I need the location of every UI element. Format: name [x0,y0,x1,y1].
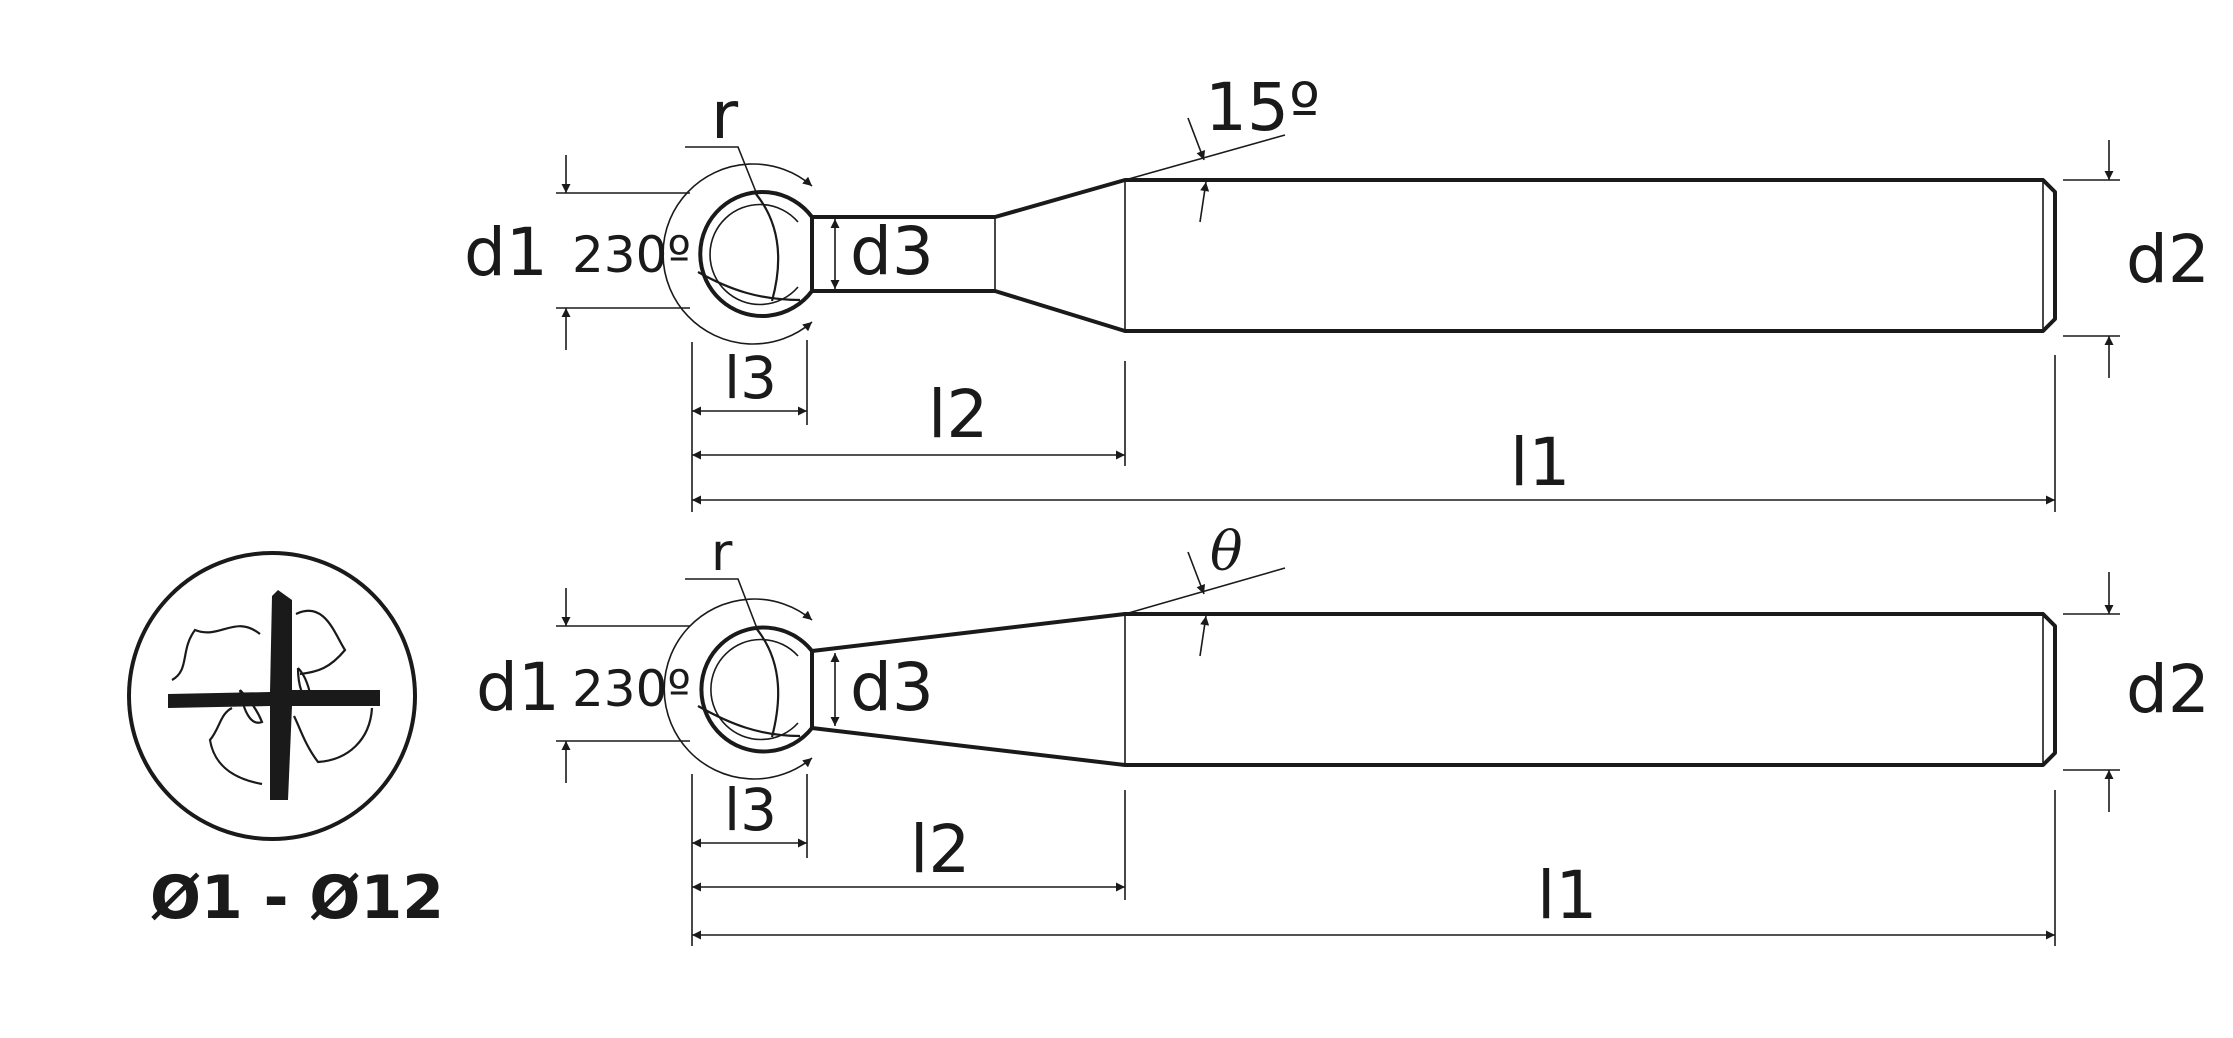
top-ball-inner-arc [709,203,799,306]
top-ball-flute [755,193,780,302]
bottom-ball-flute-lower [697,705,801,738]
top-d1-label: d1 [464,214,548,291]
top-ball-flute-lower [697,271,801,302]
bottom-taper-angle-label: θ [1210,520,1243,583]
bottom-ball-flute [755,627,780,738]
bottom-230-arc [663,598,813,780]
flute-lip-left [238,689,264,724]
top-r-label: r [711,77,739,154]
bottom-view: r θ d1 230º d3 d2 l3 l2 l1 [476,520,2210,946]
top-l2-label: l2 [928,376,988,453]
bottom-l1-label: l1 [1537,857,1597,934]
flute-curve-lower-right [293,707,374,764]
bottom-d3-label: d3 [850,649,934,726]
bottom-l3-label: l3 [724,776,777,844]
bottom-r-leader [685,578,759,632]
top-view: r 15º d1 230º d3 d2 l3 l2 l1 [464,69,2210,512]
flute-lip-right [296,667,314,706]
flute-curve-upper-right [295,609,347,676]
bottom-angle-arrow-upper [1187,551,1206,595]
bottom-angle-arrow-lower [1199,615,1210,657]
top-ball-head [698,190,814,318]
cross-section: Ø1 - Ø12 [127,551,444,933]
top-l3-label: l3 [724,344,777,412]
flute-curve-lower-left [208,707,263,786]
bottom-r-label: r [711,523,733,583]
top-230-arc [662,163,813,345]
bottom-l2-label: l2 [910,811,970,888]
cross-section-core [168,590,380,800]
top-tool-outline [810,178,2057,333]
top-d3-label: d3 [850,213,934,290]
flute-curve-upper-left [171,625,261,681]
diameter-range-label: Ø1 - Ø12 [150,863,444,933]
top-angle-arrow-lower [1199,181,1210,223]
bottom-d2-label: d2 [2126,651,2210,728]
bottom-ball-angle-label: 230º [572,660,691,718]
top-ball-angle-label: 230º [572,226,691,284]
top-d2-label: d2 [2126,221,2210,298]
bottom-angle-ref-line [1124,567,1286,615]
cross-section-circle [127,551,417,841]
bottom-tool-outline [810,612,2057,767]
top-l1-label: l1 [1510,424,1570,501]
top-taper-angle-label: 15º [1205,69,1320,146]
top-r-leader [685,146,759,198]
bottom-d1-label: d1 [476,649,560,726]
top-angle-arrow-upper [1187,117,1206,161]
bottom-ball-inner-arc [710,638,799,741]
bottom-ball-head [699,625,814,754]
